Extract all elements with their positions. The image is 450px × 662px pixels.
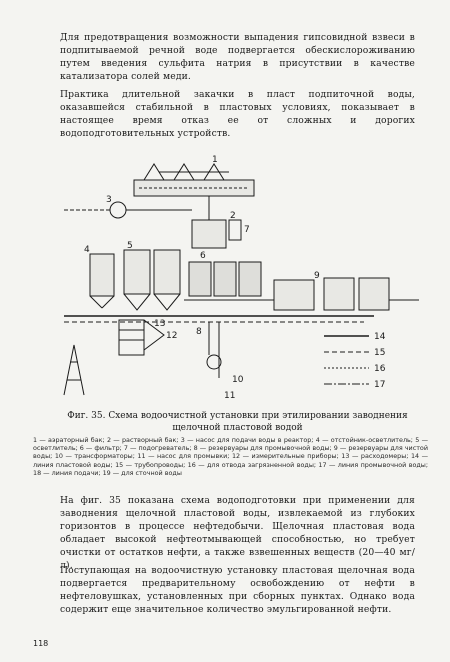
paragraph-sulfite-treatment: Для предотвращения возможности выпадения… [60,32,415,82]
label-8: 8 [196,327,202,337]
oil-derrick [63,344,85,396]
label-13: 13 [154,319,165,329]
label-9: 9 [314,271,320,281]
water-treatment-schematic: 1 2 3 4 5 6 7 8 9 10 11 12 13 14 15 16 1… [63,155,419,401]
label-12: 12 [166,331,177,341]
paragraph-oil-removal: Поступающая на водоочистную установку пл… [60,565,415,615]
label-2: 2 [230,211,236,221]
label-16: 16 [374,364,386,374]
label-6: 6 [200,251,206,261]
instrument-panel [118,319,165,356]
paragraph-alkaline-water: На фиг. 35 показана схема водоподготовки… [60,495,415,571]
clarifiers [123,249,181,311]
figure-legend-text: 1 — аэраторный бак; 2 — растворный бак; … [33,436,428,477]
label-17: 17 [374,380,385,390]
label-15: 15 [374,348,385,358]
heater-unit [228,219,242,241]
label-11: 11 [224,391,235,401]
aerator-tank [133,163,255,197]
paragraph-injection-practice: Практика длительной закачки в пласт подп… [60,89,415,139]
feed-pump [109,201,127,219]
reagent-tank [191,196,227,249]
label-10: 10 [232,375,244,385]
label-7: 7 [244,225,250,235]
settling-tank [89,253,115,309]
label-5: 5 [127,241,133,251]
label-14: 14 [374,332,386,342]
wash-pump [206,354,222,370]
label-3: 3 [106,195,112,205]
clean-water-reservoirs [273,277,419,311]
page-number: 118 [33,639,49,648]
figure-caption: Фиг. 35. Схема водоочистной установки пр… [67,411,408,433]
line-type-legend [324,335,369,385]
filters [188,261,262,297]
label-4: 4 [84,245,90,255]
label-1: 1 [212,155,218,165]
